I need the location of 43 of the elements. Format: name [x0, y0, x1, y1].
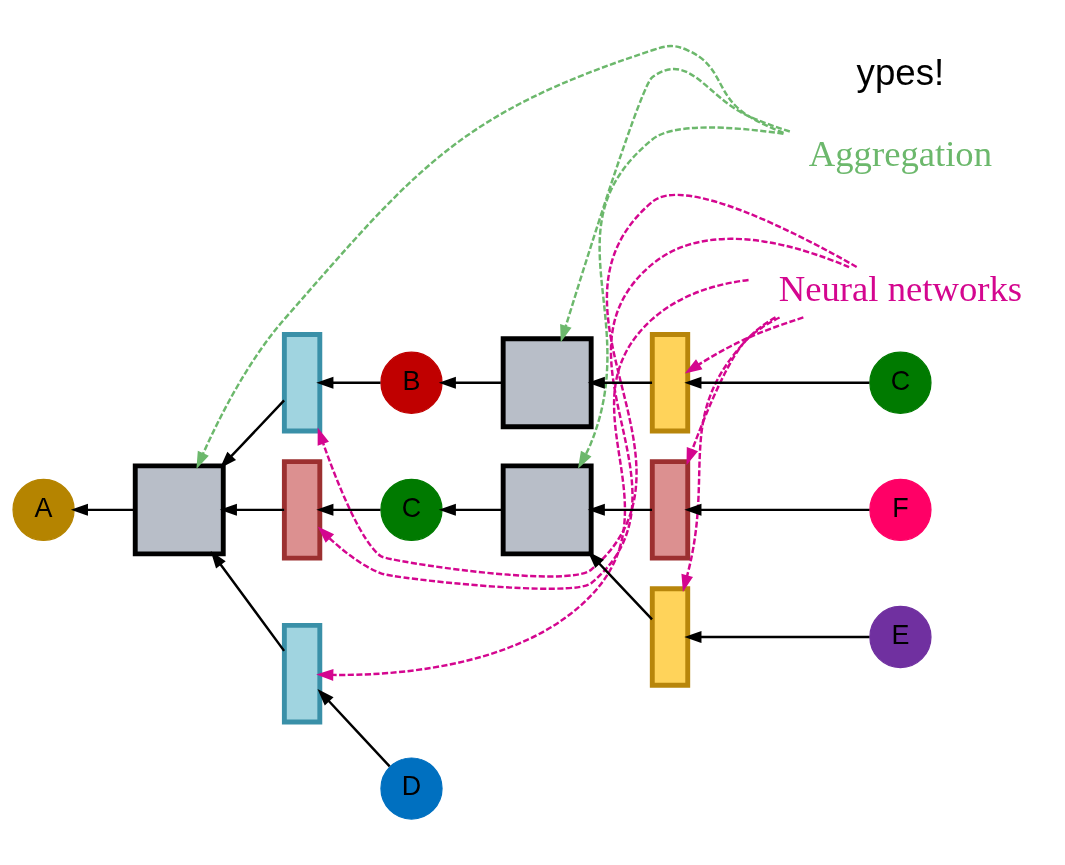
node-box — [500, 463, 594, 557]
arrow — [317, 688, 391, 768]
node-circle: B — [380, 351, 443, 414]
node-bar — [649, 459, 691, 561]
arrow — [210, 551, 286, 652]
arrow — [316, 503, 381, 516]
node-bar — [281, 332, 323, 434]
node-box — [500, 336, 594, 430]
arrow — [317, 194, 858, 578]
arrow — [684, 631, 870, 643]
node-circle: C — [380, 478, 443, 542]
arrow — [196, 44, 784, 469]
arrow — [316, 278, 749, 681]
arrow — [587, 503, 653, 516]
arrow — [219, 399, 285, 469]
arrow — [317, 237, 850, 590]
node-text: Neural networks — [778, 268, 1023, 310]
node-text: Aggregation — [808, 132, 993, 174]
node-bar — [649, 332, 691, 434]
node-bar — [281, 459, 323, 561]
arrow — [587, 551, 653, 621]
arrow — [219, 503, 285, 516]
node-bar — [281, 622, 323, 725]
node-circle: D — [380, 757, 443, 820]
node-bar — [649, 586, 691, 688]
arrow — [316, 376, 381, 389]
arrow — [684, 316, 804, 374]
arrow — [686, 316, 781, 466]
arrow — [560, 68, 791, 343]
node-circle: E — [869, 605, 932, 669]
node-circle: A — [12, 478, 75, 542]
arrow — [684, 503, 870, 516]
arrow — [438, 376, 504, 389]
node-circle: F — [869, 478, 932, 542]
label: ypes! — [856, 52, 945, 94]
arrow — [587, 376, 653, 389]
arrow — [70, 503, 136, 516]
arrow — [578, 126, 784, 469]
arrow — [681, 316, 777, 592]
arrow — [684, 376, 870, 389]
node-circle: C — [869, 351, 932, 414]
arrow — [438, 503, 504, 516]
node-box — [132, 463, 226, 557]
